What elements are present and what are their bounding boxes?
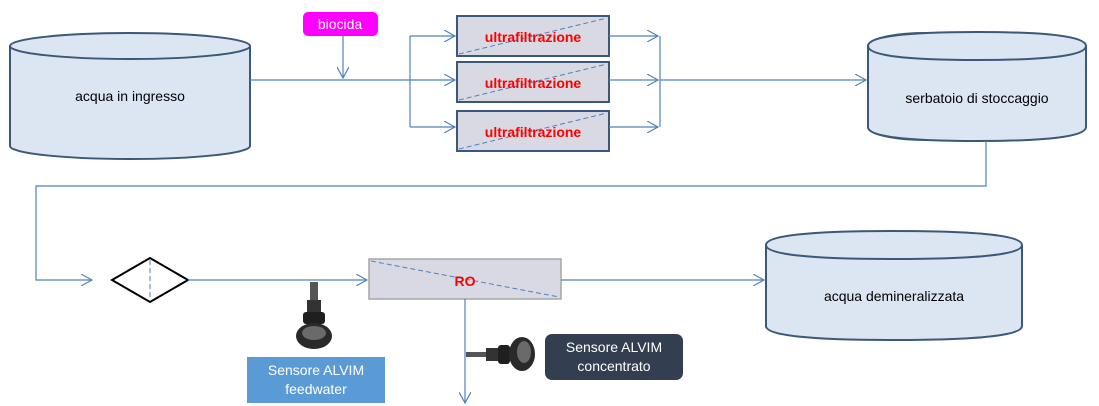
concentrate-sensor-label-line2: concentrato xyxy=(577,358,651,374)
storage-tank: serbatoio di stoccaggio xyxy=(867,30,1087,143)
storage-outlet-pipe xyxy=(35,141,987,280)
storage-tank-label: serbatoio di stoccaggio xyxy=(905,90,1048,106)
biocide-tag: biocida xyxy=(303,12,378,36)
concentrate-sensor-label-line1: Sensore ALVIM xyxy=(565,339,663,355)
demin-tank-label: acqua demineralizzata xyxy=(824,288,964,304)
ro-unit: RO xyxy=(368,258,562,300)
uf-module-2-label: ultrafiltrazione xyxy=(485,75,582,91)
concentrate-sensor-label: Sensore ALVIM concentrato xyxy=(545,334,683,380)
uf-module-2: ultrafiltrazione xyxy=(456,61,610,103)
ro-unit-label: RO xyxy=(455,273,476,289)
uf-module-1: ultrafiltrazione xyxy=(456,15,610,57)
biocide-label: biocida xyxy=(318,16,363,32)
valve-diamond xyxy=(110,256,190,304)
feedwater-sensor-image xyxy=(296,282,332,349)
inlet-tank-label: acqua in ingresso xyxy=(75,88,185,104)
feedwater-sensor-label: Sensore ALVIM feedwater xyxy=(247,357,385,403)
feedwater-sensor-label-line1: Sensore ALVIM xyxy=(267,362,365,378)
uf-module-3: ultrafiltrazione xyxy=(456,110,610,152)
uf-module-1-label: ultrafiltrazione xyxy=(485,29,582,45)
concentrate-sensor-image xyxy=(466,337,535,371)
uf-module-3-label: ultrafiltrazione xyxy=(485,124,582,140)
demin-tank: acqua demineralizzata xyxy=(765,229,1023,342)
feedwater-sensor-label-line2: feedwater xyxy=(285,381,347,397)
inlet-tank: acqua in ingresso xyxy=(9,32,251,160)
